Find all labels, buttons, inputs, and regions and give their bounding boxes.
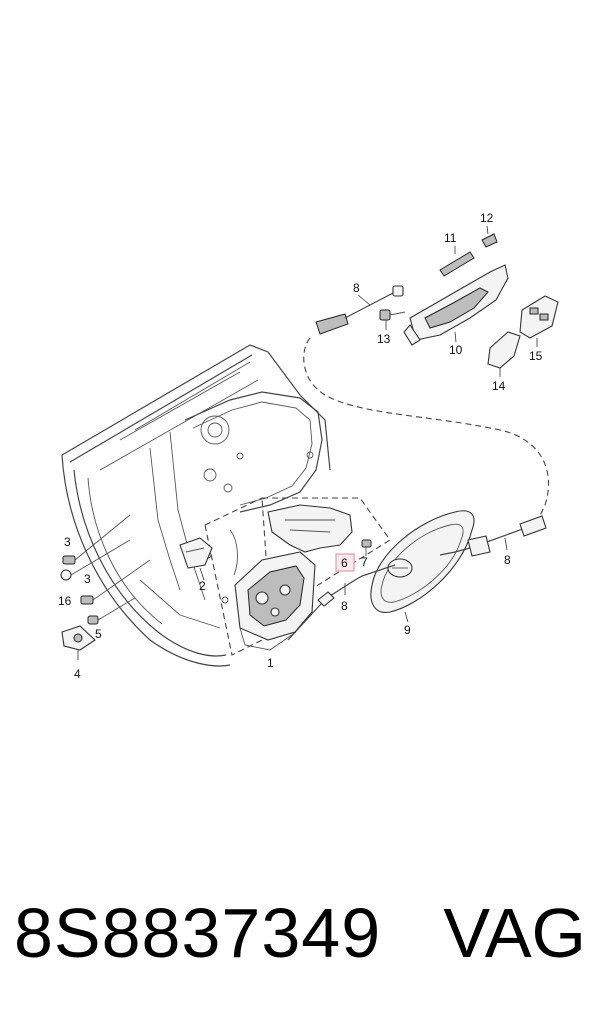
callout-13: 13 xyxy=(377,332,391,346)
door-lock-part xyxy=(234,551,316,651)
callout-3-lower: 3 xyxy=(84,572,91,586)
callout-6-highlight xyxy=(335,553,355,572)
bezel-part xyxy=(487,331,521,377)
callout-7: 7 xyxy=(361,555,368,569)
door-catch-part xyxy=(179,537,213,581)
callout-8-top: 8 xyxy=(353,281,360,295)
callout-3-upper: 3 xyxy=(64,535,71,549)
bolt-part xyxy=(379,309,406,330)
lever-part xyxy=(439,246,475,277)
lock-assembly-group xyxy=(204,497,391,656)
callout-14: 14 xyxy=(492,379,506,393)
callout-5: 5 xyxy=(95,627,102,641)
fasteners-left xyxy=(60,514,151,660)
callout-15: 15 xyxy=(529,349,543,363)
callout-8-center: 8 xyxy=(341,599,348,613)
callout-8-right: 8 xyxy=(504,553,511,567)
callout-9: 9 xyxy=(404,623,411,637)
footer: 8S8837349 VAG xyxy=(0,888,600,978)
part-number: 8S8837349 xyxy=(14,894,382,972)
inner-handle-part xyxy=(403,264,509,346)
clip-part xyxy=(481,225,498,248)
callout-10: 10 xyxy=(449,343,463,357)
cables xyxy=(303,285,549,595)
callout-labels: 1 2 3 3 4 5 6 7 8 8 8 9 10 11 12 13 14 1… xyxy=(58,211,543,681)
callout-16: 16 xyxy=(58,594,72,608)
callout-2: 2 xyxy=(199,579,206,593)
outer-handle-bowl-part xyxy=(370,510,475,623)
screw-part xyxy=(361,539,372,556)
callout-11: 11 xyxy=(444,231,457,245)
callout-4: 4 xyxy=(74,667,81,681)
callout-6: 6 xyxy=(341,556,348,570)
brand-label: VAG xyxy=(443,894,586,972)
switch-part xyxy=(519,295,559,347)
callout-1: 1 xyxy=(267,656,274,670)
door-frame xyxy=(61,344,331,667)
callout-12: 12 xyxy=(480,211,494,225)
